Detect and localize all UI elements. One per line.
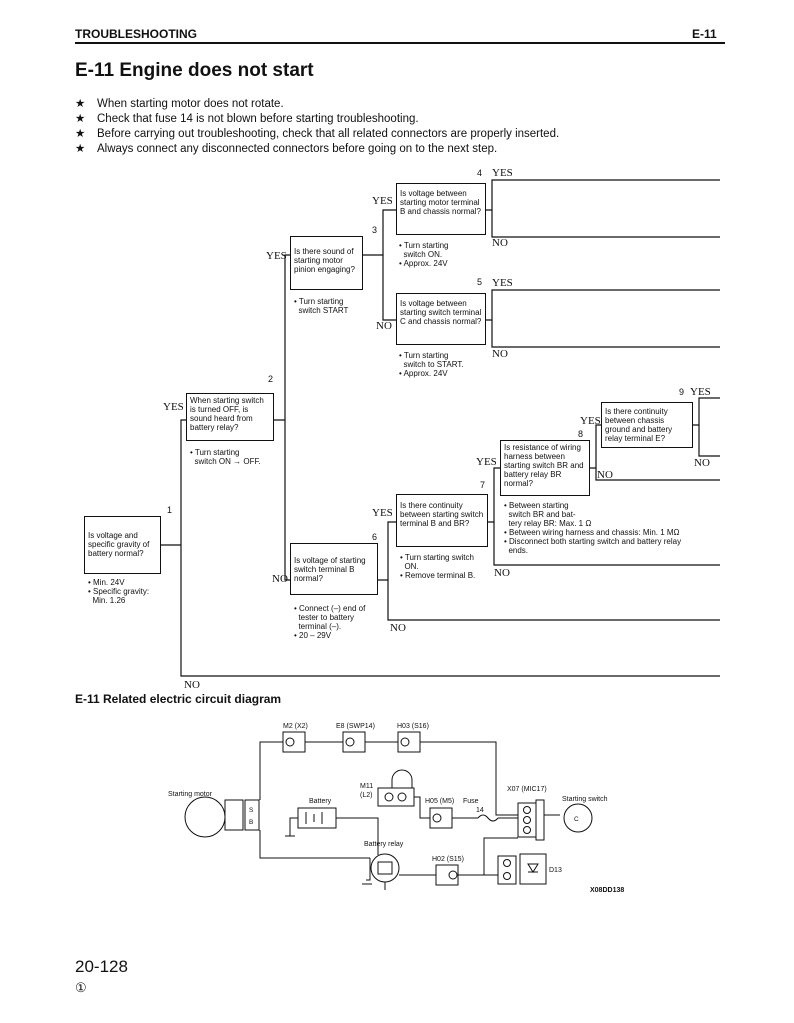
step-3-box: Is there sound of starting motor pinion … (290, 236, 363, 290)
step-9-number: 9 (679, 387, 685, 397)
step-6-box: Is voltage of starting switch terminal B… (290, 543, 378, 595)
no-label: NO (494, 567, 510, 579)
star-icon: ★ (75, 128, 86, 140)
yes-label: YES (372, 195, 393, 207)
circuit-label-x07: X07 (MIC17) (507, 786, 547, 793)
step-8-box: Is resistance of wiring harness between … (500, 440, 590, 496)
star-icon: ★ (75, 143, 86, 155)
circuit-label-m11: M11 (L2) (360, 783, 374, 799)
star-icon: ★ (75, 113, 86, 125)
step-9-box: Is there continuity between chassis grou… (601, 402, 693, 448)
circuit-label-e8: E8 (SWP14) (336, 723, 375, 730)
starting-motor-label: Starting motor (168, 791, 212, 798)
yes-label: YES (266, 250, 287, 262)
page-title: E-11 Engine does not start (75, 60, 314, 81)
step-8-note: • Between starting switch BR and bat- te… (504, 501, 682, 555)
yes-label: YES (690, 386, 711, 398)
yes-label: YES (163, 401, 184, 413)
svg-text:S: S (249, 807, 254, 814)
circuit-label-d13: D13 (549, 867, 562, 874)
header-section: TROUBLESHOOTING (75, 27, 197, 41)
step-2-number: 2 (268, 374, 274, 384)
circuit-label-h03: H03 (S16) (397, 723, 429, 730)
step-1-box: Is voltage and specific gravity of batte… (84, 516, 161, 574)
step-5-box: Is voltage between starting switch termi… (396, 293, 486, 345)
yes-label: YES (476, 456, 497, 468)
page-number: 20-128 (75, 957, 128, 976)
step-7-note: • Turn starting switch ON. • Remove term… (400, 553, 476, 580)
yes-label: YES (372, 507, 393, 519)
no-label: NO (492, 237, 508, 249)
step-7-box: Is there continuity between starting swi… (396, 494, 488, 547)
no-label: NO (492, 348, 508, 360)
no-label: NO (184, 679, 200, 691)
revision-mark: ① (75, 980, 87, 995)
yes-label: YES (492, 277, 513, 289)
step-5-note: • Turn starting switch to START. • Appro… (399, 351, 464, 378)
step-2-box: When starting switch is turned OFF, is s… (186, 393, 274, 441)
no-label: NO (597, 469, 613, 481)
step-4-box: Is voltage between starting motor termin… (396, 183, 486, 235)
step-5-number: 5 (477, 277, 483, 287)
step-7-number: 7 (480, 480, 486, 490)
circuit-label-h05: H05 (M5) (425, 798, 455, 805)
bullet-item: ★Before carrying out troubleshooting, ch… (75, 128, 560, 140)
step-1-note: • Min. 24V • Specific gravity: Min. 1.26 (88, 578, 150, 605)
fuse-label: Fuse (463, 798, 479, 805)
yes-label: YES (580, 415, 601, 427)
no-label: NO (376, 320, 392, 332)
header-code: E-11 (692, 27, 717, 41)
yes-label: YES (492, 167, 513, 179)
bullet-item: ★Always connect any disconnected connect… (75, 143, 498, 155)
step-6-note: • Connect (–) end of tester to battery t… (294, 604, 366, 640)
circuit-title: E-11 Related electric circuit diagram (75, 692, 282, 706)
step-6-number: 6 (372, 532, 378, 542)
step-4-note: • Turn starting switch ON. • Approx. 24V (399, 241, 449, 268)
header-rule (75, 42, 725, 44)
bullet-list: ★When starting motor does not rotate. ★C… (75, 97, 559, 157)
fuse-number: 14 (476, 807, 484, 814)
svg-text:B: B (249, 819, 253, 826)
star-icon: ★ (75, 98, 86, 110)
step-4-number: 4 (477, 168, 483, 178)
bullet-item: ★When starting motor does not rotate. (75, 98, 284, 110)
circuit-label-h02: H02 (S15) (432, 856, 464, 863)
battery-relay-label: Battery relay (364, 841, 404, 848)
bullet-item: ★Check that fuse 14 is not blown before … (75, 113, 419, 125)
figure-id: X08DD138 (590, 887, 625, 894)
svg-text:C: C (574, 816, 579, 823)
circuit-label-m2: M2 (X2) (283, 723, 308, 730)
no-label: NO (694, 457, 710, 469)
step-3-number: 3 (372, 225, 378, 235)
starting-switch-label: Starting switch (562, 796, 608, 803)
step-3-note: • Turn starting switch START (294, 297, 349, 315)
no-label: NO (390, 622, 406, 634)
step-2-note: • Turn starting switch ON → OFF. (190, 448, 261, 466)
no-label: NO (272, 573, 288, 585)
step-1-number: 1 (167, 505, 173, 515)
battery-label: Battery (309, 798, 332, 805)
step-8-number: 8 (578, 429, 584, 439)
